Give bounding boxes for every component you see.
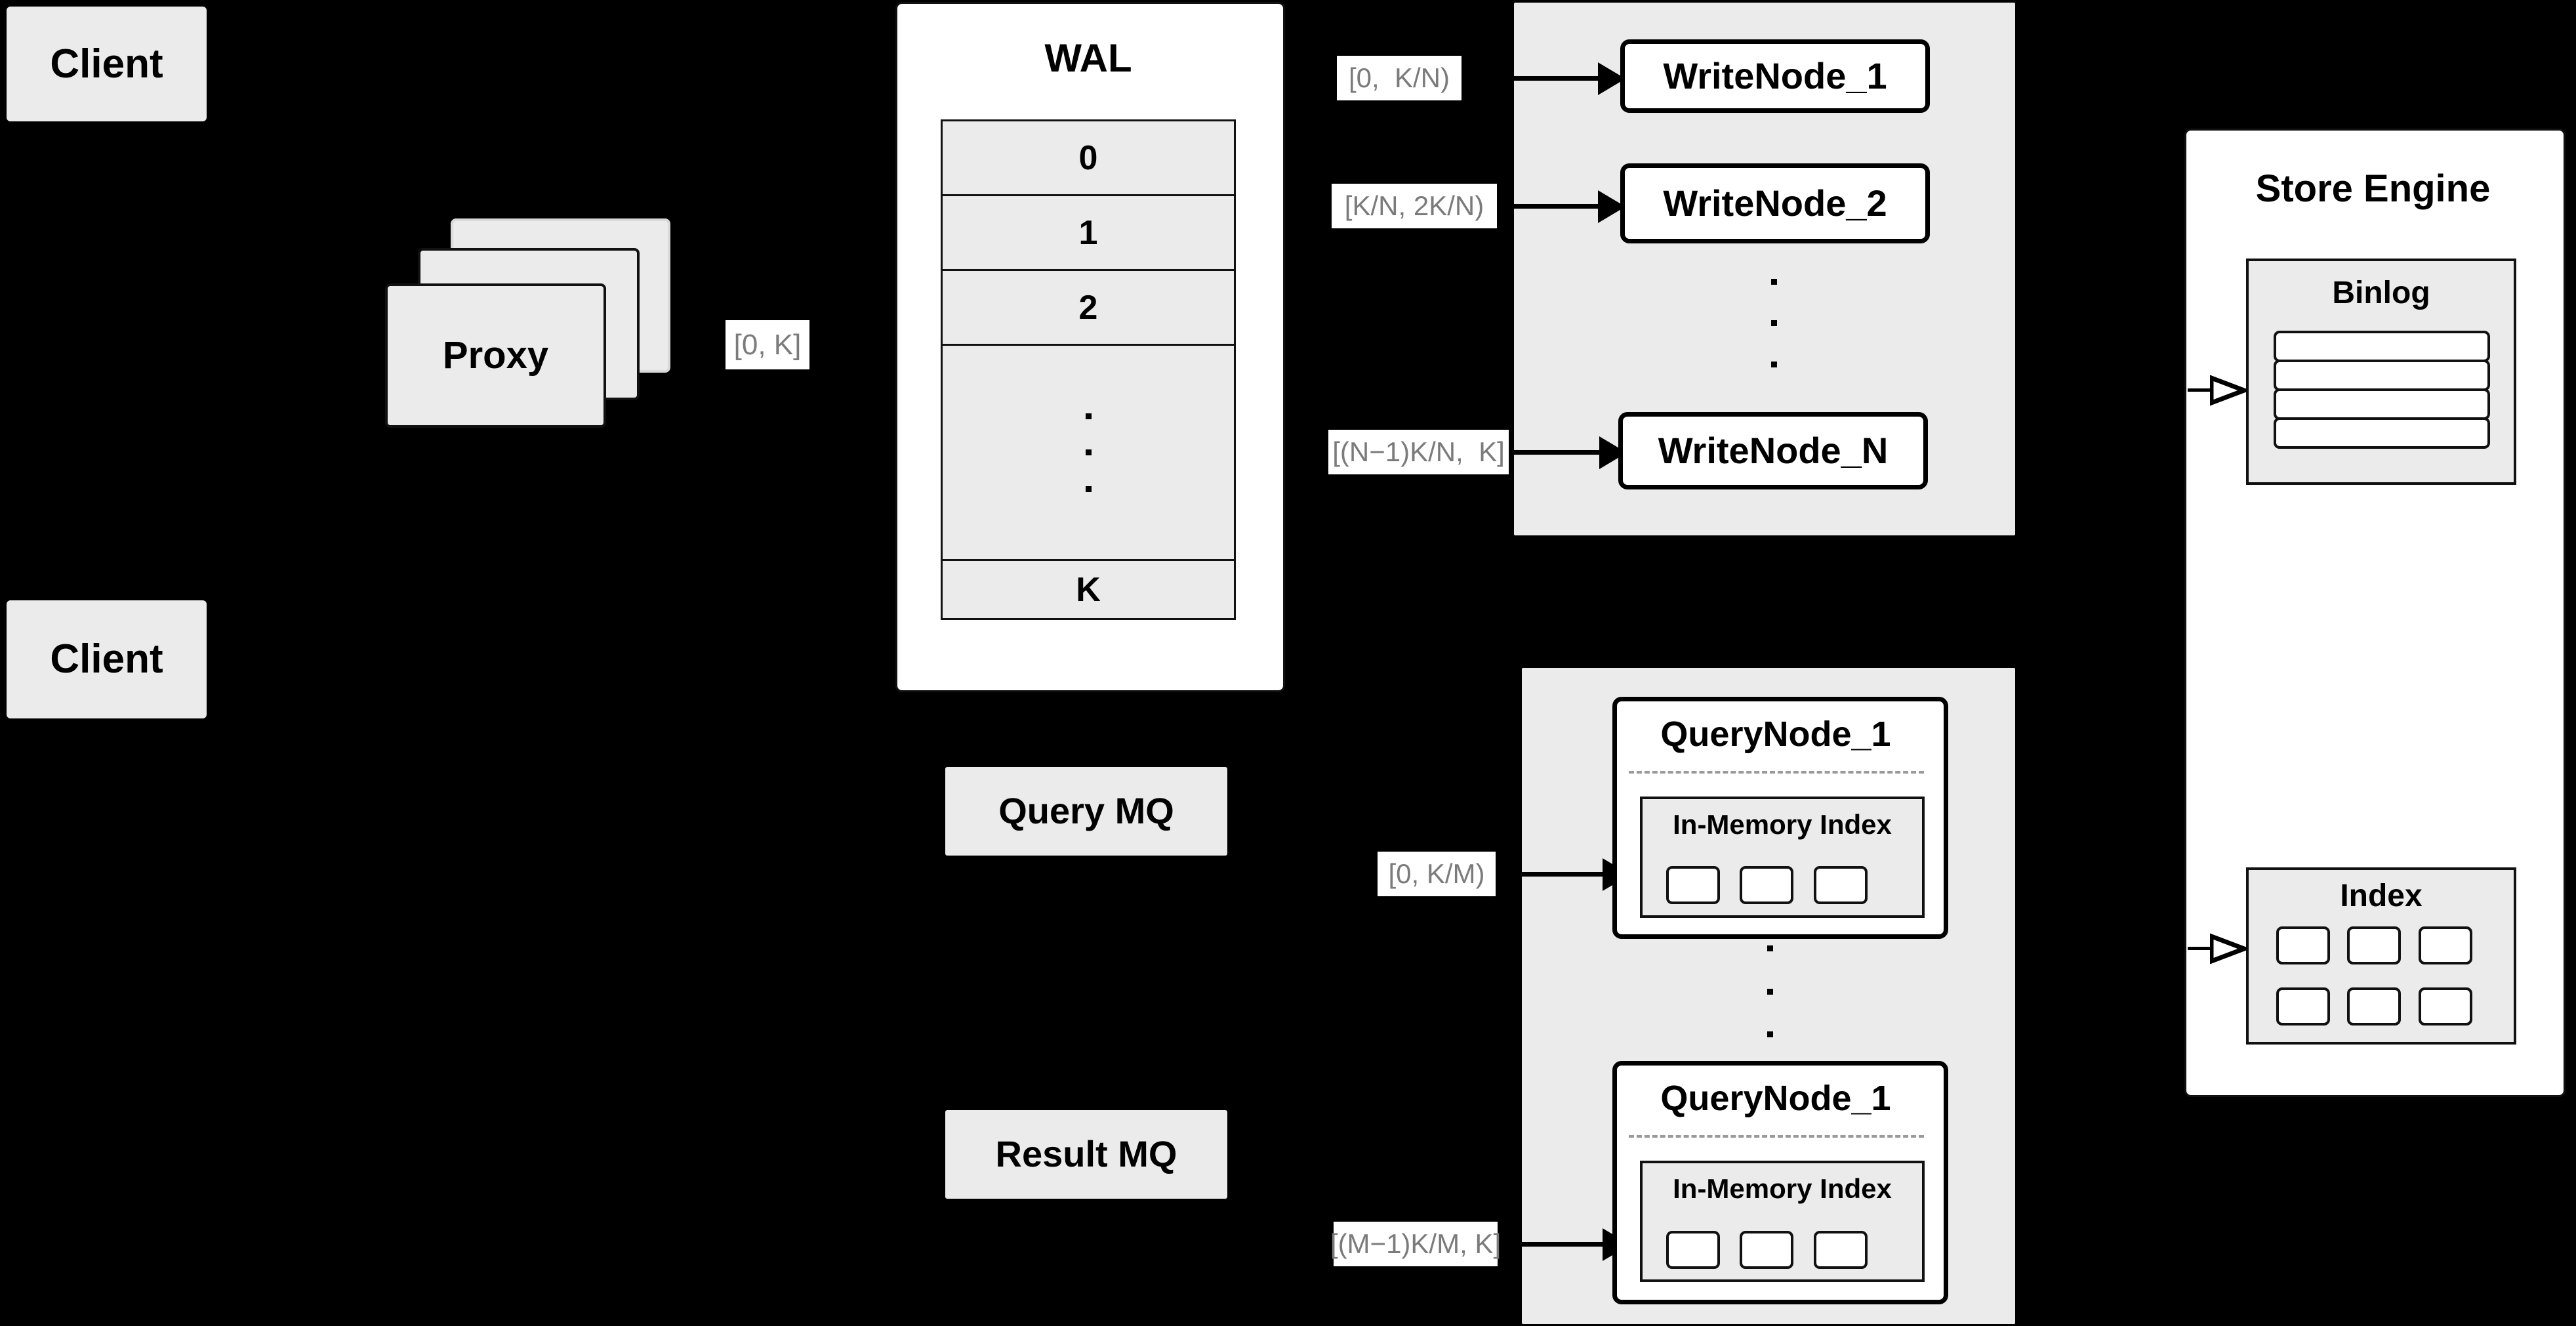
wal-entry-k[interactable]: K <box>1076 570 1101 609</box>
write-node-2[interactable]: WriteNode_2 <box>1620 163 1930 243</box>
wal-entry-1[interactable]: 1 <box>943 196 1234 271</box>
arrow-shaft-write-node-n <box>1509 450 1604 455</box>
result-mq-box[interactable]: Result MQ <box>945 1110 1227 1199</box>
query-node-m-separator <box>1629 1135 1924 1138</box>
query-node-1-index-chip-1[interactable] <box>1666 866 1720 904</box>
store-engine-title-text: Store Engine <box>2255 167 2491 210</box>
range-label-proxy-to-wal: [0, K] <box>726 320 809 369</box>
write-node-n[interactable]: WriteNode_N <box>1618 412 1928 489</box>
binlog-title: Binlog <box>2246 275 2516 311</box>
query-node-1-separator <box>1629 771 1924 774</box>
query-node-1-index-chip-3[interactable] <box>1814 866 1868 904</box>
index-title: Index <box>2246 878 2516 914</box>
range-label-write-node-2: [K/N, 2K/N) <box>1332 184 1497 228</box>
write-node-ellipsis-dots <box>1770 279 1778 367</box>
query-mq-label: Query MQ <box>998 790 1174 832</box>
client-box-1[interactable]: Client <box>7 7 207 121</box>
write-node-n-label: WriteNode_N <box>1658 429 1889 471</box>
query-node-m-label: QueryNode_1 <box>1660 1078 1891 1118</box>
client-label-1: Client <box>50 41 163 87</box>
wal-entry-ellipsis <box>943 346 1234 561</box>
client-label-2: Client <box>50 636 163 682</box>
result-mq-label: Result MQ <box>995 1133 1177 1175</box>
wal-entry-0[interactable]: 0 <box>943 121 1234 196</box>
range-label-proxy-to-wal-text: [0, K] <box>733 328 802 361</box>
index-chip-r2c1[interactable] <box>2276 987 2330 1026</box>
index-chip-r2c2[interactable] <box>2347 987 2401 1026</box>
binlog-title-text: Binlog <box>2332 276 2430 310</box>
arrow-shaft-write-node-2 <box>1501 204 1603 209</box>
binlog-row-2[interactable] <box>2274 360 2490 391</box>
range-label-write-node-n: [(N−1)K/N, K] <box>1328 430 1509 474</box>
query-node-1-index-chip-2[interactable] <box>1740 866 1793 904</box>
arrow-shaft-query-node-1 <box>1502 872 1607 877</box>
binlog-row-1[interactable] <box>2274 331 2490 362</box>
wal-entry-2[interactable]: 2 <box>943 271 1234 346</box>
index-chip-r2c3[interactable] <box>2419 987 2472 1026</box>
binlog-row-3[interactable] <box>2274 388 2490 420</box>
query-node-1-label: QueryNode_1 <box>1660 714 1891 754</box>
wal-ellipsis-dots <box>1084 413 1092 492</box>
arrow-shaft-to-binlog <box>2188 388 2214 392</box>
write-node-1-label: WriteNode_1 <box>1663 54 1887 96</box>
write-node-2-label: WriteNode_2 <box>1663 182 1887 224</box>
arrow-head-open-to-binlog <box>2210 375 2247 406</box>
query-node-m-index-title: In-Memory Index <box>1673 1173 1892 1204</box>
query-node-m-index-chip-2[interactable] <box>1740 1231 1793 1269</box>
range-label-query-node-m: [(M−1)K/M, K] <box>1330 1222 1501 1266</box>
wal-title: WAL <box>895 36 1281 79</box>
arrow-shaft-write-node-1 <box>1501 76 1603 81</box>
index-chip-r1c2[interactable] <box>2347 926 2401 964</box>
proxy-box[interactable]: Proxy <box>385 283 606 428</box>
query-node-m-index-chip-3[interactable] <box>1814 1231 1868 1269</box>
range-label-write-node-1: [0, K/N) <box>1337 56 1462 100</box>
proxy-label: Proxy <box>442 333 549 377</box>
query-mq-box[interactable]: Query MQ <box>945 767 1227 856</box>
binlog-row-4[interactable] <box>2274 417 2490 449</box>
index-chip-r1c3[interactable] <box>2419 926 2472 964</box>
client-box-2[interactable]: Client <box>7 600 207 718</box>
query-node-m-index-chip-1[interactable] <box>1666 1231 1720 1269</box>
write-node-1[interactable]: WriteNode_1 <box>1620 39 1930 113</box>
arrow-head-open-to-index <box>2210 933 2247 964</box>
query-node-1-index-title: In-Memory Index <box>1673 809 1892 840</box>
store-engine-title: Store Engine <box>2184 167 2562 211</box>
range-label-query-node-1: [0, K/M) <box>1378 852 1496 896</box>
wal-title-text: WAL <box>1044 35 1132 80</box>
arrow-shaft-query-node-m <box>1502 1242 1607 1247</box>
query-node-ellipsis-dots <box>1766 945 1774 1037</box>
wal-entry-table: 0 1 2 K <box>941 119 1236 620</box>
index-chip-r1c1[interactable] <box>2276 926 2330 964</box>
arrow-shaft-to-index <box>2188 947 2214 950</box>
index-title-text: Index <box>2340 879 2423 913</box>
